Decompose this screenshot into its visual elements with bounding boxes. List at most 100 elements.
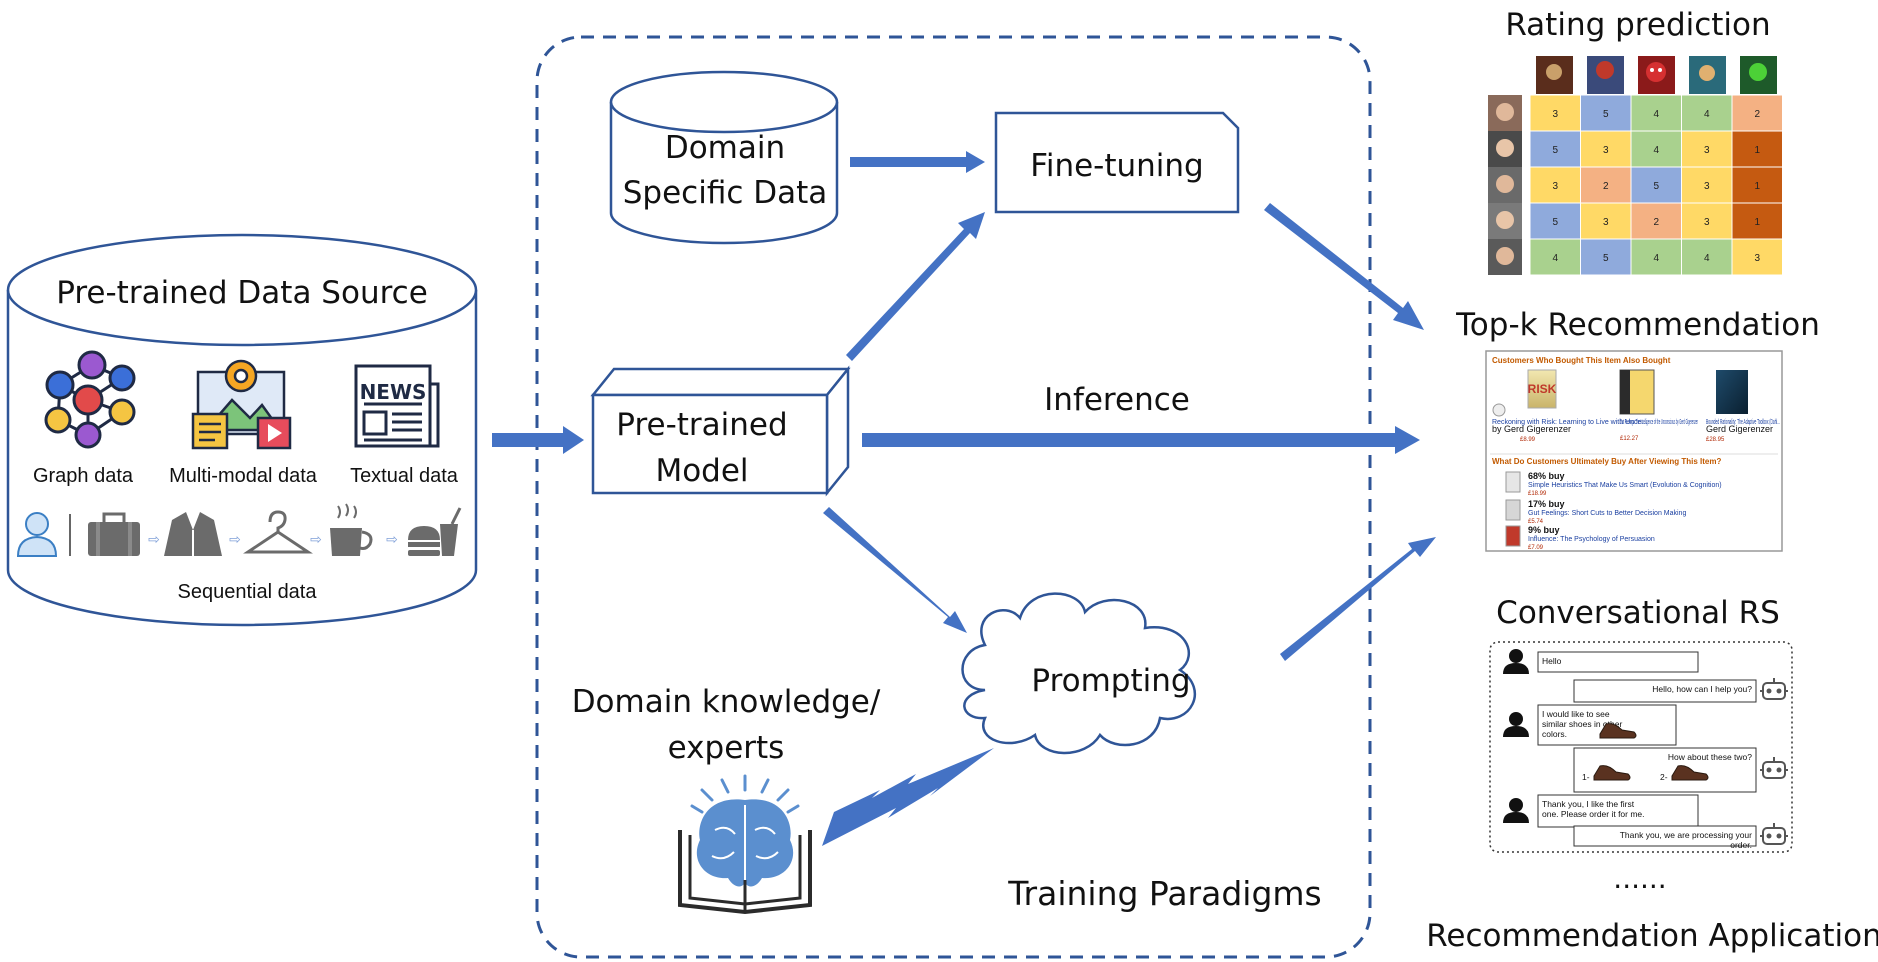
topk-header-1: Customers Who Bought This Item Also Boug…: [1492, 356, 1671, 365]
book-title: Reckoning with Risk: Learning to Live wi…: [1492, 419, 1647, 426]
robot-eye: [1766, 767, 1772, 773]
rating-cell: [1529, 94, 1581, 132]
training-paradigms-label: Training Paradigms: [1007, 874, 1322, 913]
rating-value: 4: [1704, 109, 1710, 120]
rating-value: 5: [1552, 145, 1558, 156]
rating-value: 5: [1603, 253, 1609, 264]
suitcase-icon: [88, 512, 140, 556]
book-cover: [1527, 369, 1557, 409]
textual-data-label: Textual data: [350, 465, 459, 487]
rating-value: 1: [1754, 217, 1760, 228]
book-thumbnail: [1505, 499, 1521, 521]
prompting-label: Prompting: [1031, 663, 1190, 699]
arrow-prompting-to-output: [1280, 537, 1436, 661]
inference-label: Inference: [1044, 382, 1190, 418]
sequential-data-label: Sequential data: [177, 581, 317, 603]
rating-value: 2: [1754, 109, 1760, 120]
hanger-icon: [243, 510, 313, 554]
rating-value: 2: [1603, 181, 1609, 192]
message-text: Thank you, we are processing your: [1620, 830, 1752, 840]
rating-cell: [1630, 202, 1682, 240]
rating-cell: [1731, 94, 1783, 132]
message-text: one. Please order it for me.: [1542, 809, 1645, 819]
domain-knowledge-label-1: Domain knowledge/: [572, 684, 881, 720]
robot-eye: [1776, 688, 1782, 694]
rating-cell: [1580, 238, 1632, 276]
book-author: Gerd Gigerenzer: [1706, 424, 1773, 434]
jacket-icon: [164, 512, 222, 556]
rating-value: 4: [1653, 253, 1659, 264]
user-avatars: [1488, 95, 1522, 275]
message-text: Hello, how can I help you?: [1652, 684, 1752, 694]
fine-tuning-label: Fine-tuning: [1030, 148, 1203, 184]
message-text: order.: [1730, 840, 1752, 850]
domain-knowledge-label-2: experts: [668, 730, 785, 766]
fast-food-icon: [408, 507, 462, 556]
arrow-finetuning-to-output: [1264, 203, 1424, 330]
message-text: Thank you, I like the first: [1542, 799, 1635, 809]
list-title: Influence: The Psychology of Persuasion: [1528, 536, 1655, 543]
domain-data-label-2: Specific Data: [623, 175, 828, 211]
newspaper-icon: [354, 364, 440, 448]
coffee-cup-icon: [330, 503, 373, 556]
rating-value: 3: [1603, 217, 1609, 228]
topk-title: Top-k Recommendation: [1455, 307, 1820, 343]
book-cover: [1716, 370, 1748, 414]
book-author: by Gerd Gigerenzer: [1492, 424, 1571, 434]
book-price: £28.95: [1706, 437, 1725, 443]
graph-data-icon: [44, 350, 136, 449]
list-price: £7.09: [1528, 545, 1544, 551]
rating-cell: [1731, 166, 1783, 204]
user-avatar-icon: [1509, 798, 1523, 812]
rating-value: 5: [1653, 181, 1659, 192]
list-price: £5.74: [1528, 519, 1544, 525]
rating-cell: [1529, 238, 1581, 276]
shoe-option-label: 2-: [1660, 772, 1668, 782]
book-title: Bounded Rationality: The Adaptive Toolbo…: [1706, 419, 1780, 426]
message-text: I would like to see: [1542, 709, 1610, 719]
book-price: £12.27: [1620, 436, 1639, 442]
robot-eye: [1766, 833, 1772, 839]
user-avatar-icon: [1509, 649, 1523, 663]
shoe-option-label: 1-: [1582, 772, 1590, 782]
rating-prediction-title: Rating prediction: [1505, 7, 1770, 43]
multimodal-data-icon: [191, 359, 292, 450]
rating-value: 2: [1653, 217, 1659, 228]
robot-eye: [1776, 767, 1782, 773]
carousel-prev-icon[interactable]: [1492, 403, 1506, 417]
rating-cell: [1630, 238, 1682, 276]
rating-cell: [1529, 202, 1581, 240]
user-avatar-icon: [1503, 812, 1529, 823]
list-title: Gut Feelings: Short Cuts to Better Decis…: [1528, 510, 1686, 517]
recommendation-application-title: Recommendation Application: [1426, 918, 1878, 954]
rating-cell: [1681, 202, 1733, 240]
rating-value: 3: [1754, 253, 1760, 264]
domain-data-label-1: Domain: [665, 130, 785, 166]
rating-cell: [1731, 202, 1783, 240]
book-thumbnail: [1505, 525, 1521, 547]
rating-cell: [1681, 130, 1733, 168]
book-price: £8.99: [1520, 437, 1536, 443]
robot-icon: [1762, 827, 1786, 845]
message-text: similar shoes in other: [1542, 719, 1622, 729]
arrow-model-to-prompting: [823, 507, 967, 633]
rating-value: 3: [1704, 145, 1710, 156]
domain-data-cylinder: [609, 70, 839, 245]
robot-eye: [1766, 688, 1772, 694]
arrow-icon: ⇨: [229, 531, 241, 547]
graph-data-label: Graph data: [33, 465, 134, 487]
arrow-icon: ⇨: [310, 531, 322, 547]
user-icon: [16, 512, 58, 557]
rating-value: 4: [1704, 253, 1710, 264]
prompting-cloud: [961, 592, 1197, 755]
book-title: Gut Feelings: The Intelligence of the Un…: [1620, 419, 1698, 426]
shoe-image: [1671, 765, 1709, 781]
rating-value: 4: [1552, 253, 1558, 264]
news-icon-text: NEWS: [360, 380, 427, 404]
list-title: Simple Heuristics That Make Us Smart (Ev…: [1528, 482, 1722, 489]
flow-arrows: [492, 151, 1436, 661]
list-price: £18.99: [1528, 491, 1547, 497]
